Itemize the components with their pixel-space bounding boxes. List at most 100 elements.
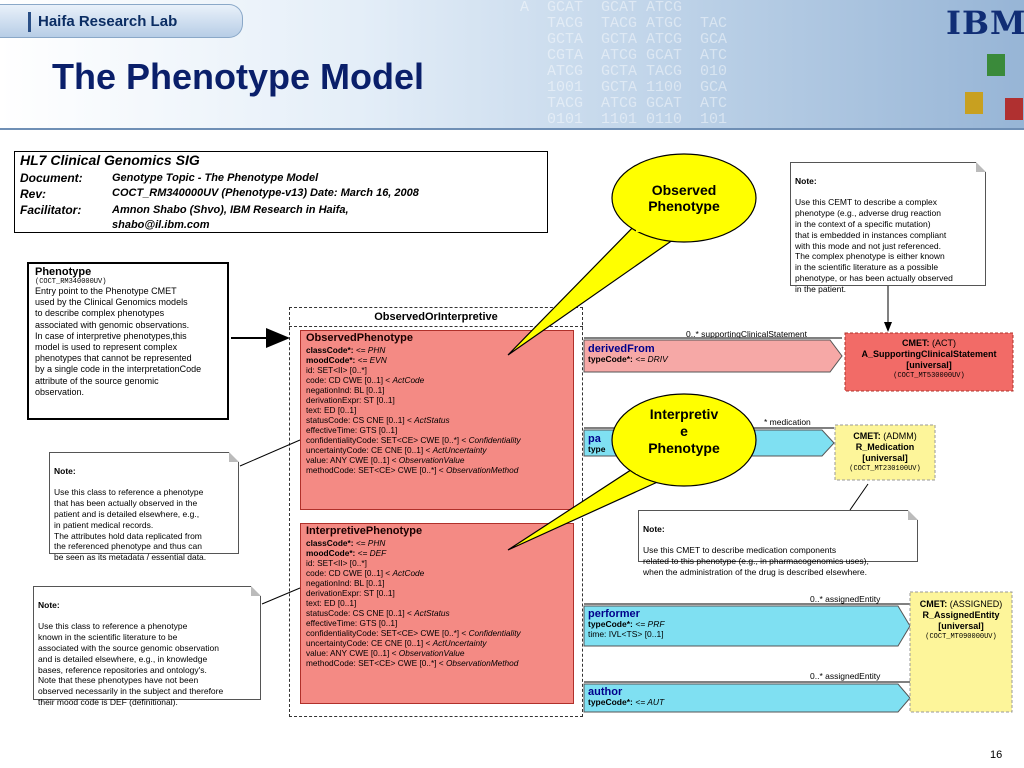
attribute-value: ActCode <box>392 568 425 578</box>
lab-name: Haifa Research Lab <box>38 13 178 30</box>
attribute-value: ActStatus <box>414 608 450 618</box>
derived-from-type-value: <= DRIV <box>635 354 668 364</box>
class-attribute: effectiveTime: GTS [0..1] <box>306 425 568 435</box>
author-type-value: <= AUT <box>635 697 665 707</box>
pertinent-text: pa type <box>584 432 609 456</box>
attribute-value: <= PHN <box>355 538 386 548</box>
class-attribute: moodCode*: <= DEF <box>306 548 568 558</box>
note-text: Use this class to reference a phenotype … <box>54 487 207 563</box>
attribute-name: code: CD CWE [0..1] < <box>306 568 393 578</box>
cmet-code: (COCT_MT230100UV) <box>849 465 921 473</box>
performer-text: performer typeCode*: <= PRF time: IVL<TS… <box>584 607 669 641</box>
class-attribute: value: ANY CWE [0..1] < ObservationValue <box>306 455 568 465</box>
note-fold-icon <box>251 586 261 596</box>
attribute-name: methodCode: SET<CE> CWE [0..*] < <box>306 658 446 668</box>
class-attribute: methodCode: SET<CE> CWE [0..*] < Observa… <box>306 465 568 475</box>
rev-value: COCT_RM340000UV (Phenotype-v13) Date: Ma… <box>112 187 419 199</box>
pertinent-type-name: type <box>588 444 606 454</box>
note-heading: Note: <box>643 523 665 534</box>
document-value: Genotype Topic - The Phenotype Model <box>112 172 319 184</box>
cmet-code: (COCT_MT090000UV) <box>925 633 997 641</box>
sig-title: HL7 Clinical Genomics SIG <box>20 152 200 168</box>
phenotype-code: (COCT_RM340000UV) <box>35 278 107 286</box>
attribute-value: ActStatus <box>414 415 450 425</box>
lab-tab-bar <box>28 12 31 32</box>
class-attribute: classCode*: <= PHN <box>306 345 568 355</box>
attribute-name: methodCode: SET<CE> CWE [0..*] < <box>306 465 446 475</box>
class-attribute: classCode*: <= PHN <box>306 538 568 548</box>
attribute-name: classCode*: <box>306 538 356 548</box>
class-attribute: code: CD CWE [0..1] < ActCode <box>306 568 568 578</box>
attribute-name: uncertaintyCode: CE CNE [0..1] < <box>306 638 433 648</box>
note-text: Use this CMET to describe medication com… <box>643 545 869 577</box>
attribute-name: id: SET<II> [0..*] <box>306 365 367 375</box>
note-heading: Note: <box>795 175 817 186</box>
cmet-medication: CMET: (ADMM) R_Medication [universal] (C… <box>835 428 935 478</box>
nucleotide-block-g <box>987 54 1005 76</box>
class-attribute: effectiveTime: GTS [0..1] <box>306 618 568 628</box>
page-number: 16 <box>990 749 1003 761</box>
attribute-name: statusCode: CS CNE [0..1] < <box>306 415 415 425</box>
observed-callout-mask <box>636 218 694 232</box>
performer-type-value: <= PRF <box>635 619 665 629</box>
attribute-name: moodCode*: <box>306 355 358 365</box>
lab-tab: Haifa Research Lab <box>0 4 243 38</box>
class-attribute: negationInd: BL [0..1] <box>306 385 568 395</box>
attribute-name: id: SET<II> [0..*] <box>306 558 367 568</box>
performer-time: time: IVL<TS> [0..1] <box>588 629 664 639</box>
note-fold-icon <box>229 452 239 462</box>
cmet-code: (COCT_MT530000UV) <box>893 372 965 380</box>
observed-callout-label: Observed Phenotype <box>648 182 720 214</box>
attribute-name: effectiveTime: GTS [0..1] <box>306 425 398 435</box>
slide-title: The Phenotype Model <box>52 56 425 97</box>
attribute-name: derivationExpr: ST [0..1] <box>306 395 395 405</box>
derived-from-text: derivedFrom typeCode*: <= DRIV <box>584 342 672 366</box>
class-attribute: id: SET<II> [0..*] <box>306 558 568 568</box>
performer-type-name: typeCode*: <box>588 619 636 629</box>
class-attribute: statusCode: CS CNE [0..1] < ActStatus <box>306 415 568 425</box>
cmet-kind: CMET: <box>853 431 881 441</box>
document-label: Document: <box>20 171 83 185</box>
cmet-kind: CMET: <box>919 599 948 609</box>
attribute-name: confidentialityCode: SET<CE> CWE [0..*] … <box>306 628 469 638</box>
note-text: Use this CEMT to describe a complex phen… <box>795 197 953 294</box>
note-medication-connector <box>849 483 869 511</box>
attribute-value: ActCode <box>392 375 425 385</box>
interpretive-callout-mask <box>636 462 688 474</box>
note-text: Use this class to reference a phenotype … <box>38 621 224 707</box>
attribute-value: ObservationValue <box>398 455 465 465</box>
note-interpretive: Note: Use this class to reference a phen… <box>33 586 261 707</box>
cmet-name: A_SupportingClinicalStatement <box>861 349 997 359</box>
attribute-name: code: CD CWE [0..1] < <box>306 375 393 385</box>
attribute-name: moodCode*: <box>306 548 358 558</box>
attribute-name: text: ED [0..1] <box>306 598 357 608</box>
attribute-value: Confidentiality <box>468 435 521 445</box>
phenotype-title: Phenotype <box>35 266 92 278</box>
cmet-supporting: CMET: (ACT) A_SupportingClinicalStatemen… <box>845 335 1013 385</box>
class-attribute: derivationExpr: ST [0..1] <box>306 588 568 598</box>
class-attribute: confidentialityCode: SET<CE> CWE [0..*] … <box>306 435 568 445</box>
note-cemt-arrowhead <box>884 322 892 332</box>
facilitator-value: Amnon Shabo (Shvo), IBM Research in Haif… <box>112 204 349 216</box>
attribute-value: ObservationMethod <box>445 465 519 475</box>
note-cemt: Note: Use this CEMT to describe a comple… <box>790 162 986 294</box>
entry-arrowhead <box>266 328 290 348</box>
class-attribute: text: ED [0..1] <box>306 405 568 415</box>
attribute-name: negationInd: BL [0..1] <box>306 578 385 588</box>
note-heading: Note: <box>54 465 76 476</box>
rev-label: Rev: <box>20 187 47 201</box>
dna-background-pattern: A GCAT GCAT ATCG TACG TACG ATGC TAC GCTA… <box>520 0 728 128</box>
nucleotide-block-c <box>1005 98 1023 120</box>
facilitator-label: Facilitator: <box>20 203 82 217</box>
cmet-assigned: CMET: (ASSIGNED) R_AssignedEntity [unive… <box>910 596 1012 646</box>
class-attribute: uncertaintyCode: CE CNE [0..1] < ActUnce… <box>306 638 568 648</box>
nucleotide-blocks <box>965 48 1024 128</box>
class-attribute: derivationExpr: ST [0..1] <box>306 395 568 405</box>
note-medication: Note: Use this CMET to describe medicati… <box>638 510 918 577</box>
attribute-value: <= EVN <box>357 355 387 365</box>
derived-from-label: derivedFrom <box>588 343 655 355</box>
performer-cardinality: 0..* assignedEntity <box>810 594 881 604</box>
attribute-name: negationInd: BL [0..1] <box>306 385 385 395</box>
cmet-class: (ASSIGNED) <box>949 599 1003 609</box>
